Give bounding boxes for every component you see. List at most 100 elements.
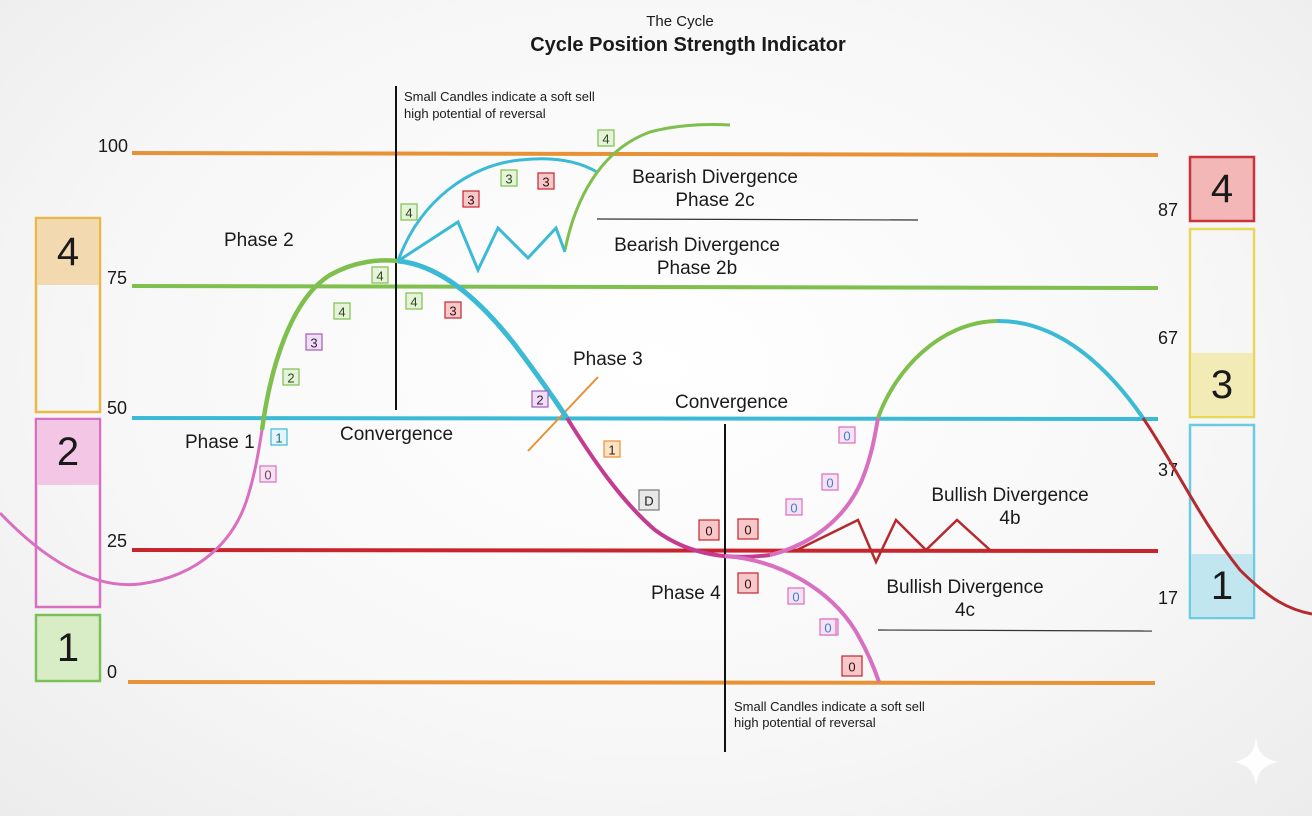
phase3-label: Phase 3 xyxy=(573,349,643,370)
candle-marker-label: 0 xyxy=(744,577,751,592)
candle-marker: 0 xyxy=(698,519,720,541)
candle-marker-label: 1 xyxy=(275,431,282,446)
candle-marker-label: D xyxy=(644,494,653,509)
candle-marker: 1 xyxy=(603,440,621,458)
divider-2c xyxy=(596,218,919,221)
bullish-4b-line1: Bullish Divergence xyxy=(931,485,1088,506)
phase4-label: Phase 4 xyxy=(651,583,721,604)
candle-marker: 4 xyxy=(371,266,389,284)
right-zone-4-label: 4 xyxy=(1211,167,1233,211)
candle-marker-label: 4 xyxy=(376,269,383,284)
candle-markers: 012344443334321D0000000000 xyxy=(259,129,863,677)
curve-blue-zigzag xyxy=(397,219,567,274)
right-axis-label-67: 67 xyxy=(1158,328,1178,348)
left-axis-label-0: 0 xyxy=(107,662,117,682)
right-zone-1-label: 1 xyxy=(1211,564,1233,608)
phase2-label: Phase 2 xyxy=(224,230,294,251)
left-axis-label-75: 75 xyxy=(107,268,127,288)
candle-marker: 3 xyxy=(500,169,518,187)
candle-marker: 3 xyxy=(462,190,480,208)
candle-marker-label: 2 xyxy=(536,393,543,408)
candle-marker: 0 xyxy=(737,572,759,594)
bearish-2c-line1: Bearish Divergence xyxy=(632,167,798,188)
right-zone-3: 3 xyxy=(1188,227,1256,419)
candle-marker-label: 0 xyxy=(744,523,751,538)
convergence-left-label: Convergence xyxy=(340,424,453,445)
curve-blue-top-arc xyxy=(396,157,598,262)
note-bottom-line2: high potential of reversal xyxy=(734,715,876,730)
curve-pink-rise xyxy=(769,417,880,557)
curve-green-rise xyxy=(259,258,399,431)
bearish-2b-line2: Phase 2b xyxy=(657,258,737,279)
note-top-line1: Small Candles indicate a soft sell xyxy=(404,89,595,104)
candle-marker-label: 0 xyxy=(264,468,271,483)
left-axis-label-100: 100 xyxy=(98,136,128,156)
candle-marker: 0 xyxy=(737,518,759,540)
right-axis-label-17: 17 xyxy=(1158,588,1178,608)
right-axis-label-87: 87 xyxy=(1158,200,1178,220)
candle-marker-label: 2 xyxy=(287,371,294,386)
divider-4c xyxy=(877,629,1153,632)
candle-marker-label: 4 xyxy=(410,295,417,310)
candle-marker: 0 xyxy=(841,655,863,677)
curve-pink-left xyxy=(0,429,264,587)
curve-red-tail xyxy=(1141,417,1312,616)
sparkle-icon xyxy=(1234,738,1278,786)
candle-marker-label: 4 xyxy=(338,305,345,320)
curve-pink-4c xyxy=(724,554,881,683)
candle-marker: 0 xyxy=(838,426,856,444)
curve-blue-right xyxy=(996,318,1145,420)
curve-green-hump xyxy=(876,319,998,419)
candle-marker-label: 0 xyxy=(843,429,850,444)
candle-marker: 4 xyxy=(333,302,351,320)
candle-marker: 1 xyxy=(270,428,288,446)
candle-marker: 3 xyxy=(444,301,462,319)
convergence-mid-label: Convergence xyxy=(675,392,788,413)
candle-marker: 0 xyxy=(821,473,839,491)
bullish-4c-line1: Bullish Divergence xyxy=(886,577,1043,598)
left-axis-label-50: 50 xyxy=(107,398,127,418)
bullish-4c-line2: 4c xyxy=(955,600,975,621)
candle-marker: 2 xyxy=(531,390,549,408)
candle-marker: 2 xyxy=(282,368,300,386)
chart-subtitle: The Cycle xyxy=(646,13,714,30)
level-25-line xyxy=(131,548,1159,553)
left-axis-label-25: 25 xyxy=(107,531,127,551)
left-zone-4-label: 4 xyxy=(57,230,79,274)
candle-marker-label: 0 xyxy=(826,476,833,491)
level-50-line xyxy=(131,416,1159,421)
level-75-line xyxy=(131,284,1159,290)
candle-marker: 0 xyxy=(819,618,837,636)
candle-marker: D xyxy=(638,489,660,511)
candle-marker-label: 0 xyxy=(848,660,855,675)
note-top-line2: high potential of reversal xyxy=(404,106,546,121)
bearish-2c-line2: Phase 2c xyxy=(675,190,754,211)
curve-blue-descend xyxy=(397,258,570,420)
right-zone-1: 1 xyxy=(1188,423,1256,620)
left-zone-2: 2 xyxy=(34,417,102,609)
candle-marker-label: 3 xyxy=(449,304,456,319)
left-zone-1-label: 1 xyxy=(57,626,79,670)
candle-marker-label: 3 xyxy=(310,336,317,351)
candle-marker-label: 3 xyxy=(505,172,512,187)
candle-marker: 4 xyxy=(597,129,615,147)
candle-marker: 0 xyxy=(787,587,805,605)
candle-marker-label: 4 xyxy=(602,132,609,147)
candle-marker: 3 xyxy=(305,333,323,351)
candle-marker-label: 0 xyxy=(790,501,797,516)
right-zone-4: 4 xyxy=(1188,155,1256,223)
phase1-label: Phase 1 xyxy=(185,432,255,453)
candle-marker-label: 0 xyxy=(705,524,712,539)
left-zone-1: 1 xyxy=(34,613,102,683)
candle-marker: 3 xyxy=(537,172,555,190)
candle-marker-label: 3 xyxy=(542,175,549,190)
curve-green-upswing xyxy=(563,123,731,251)
bearish-2b-line1: Bearish Divergence xyxy=(614,235,780,256)
bullish-4b-line2: 4b xyxy=(999,508,1020,529)
candle-marker: 0 xyxy=(785,498,803,516)
curve-red-zigzag xyxy=(796,517,991,566)
candle-marker: 4 xyxy=(405,292,423,310)
candle-marker-label: 4 xyxy=(405,206,412,221)
level-100-line xyxy=(131,151,1159,157)
